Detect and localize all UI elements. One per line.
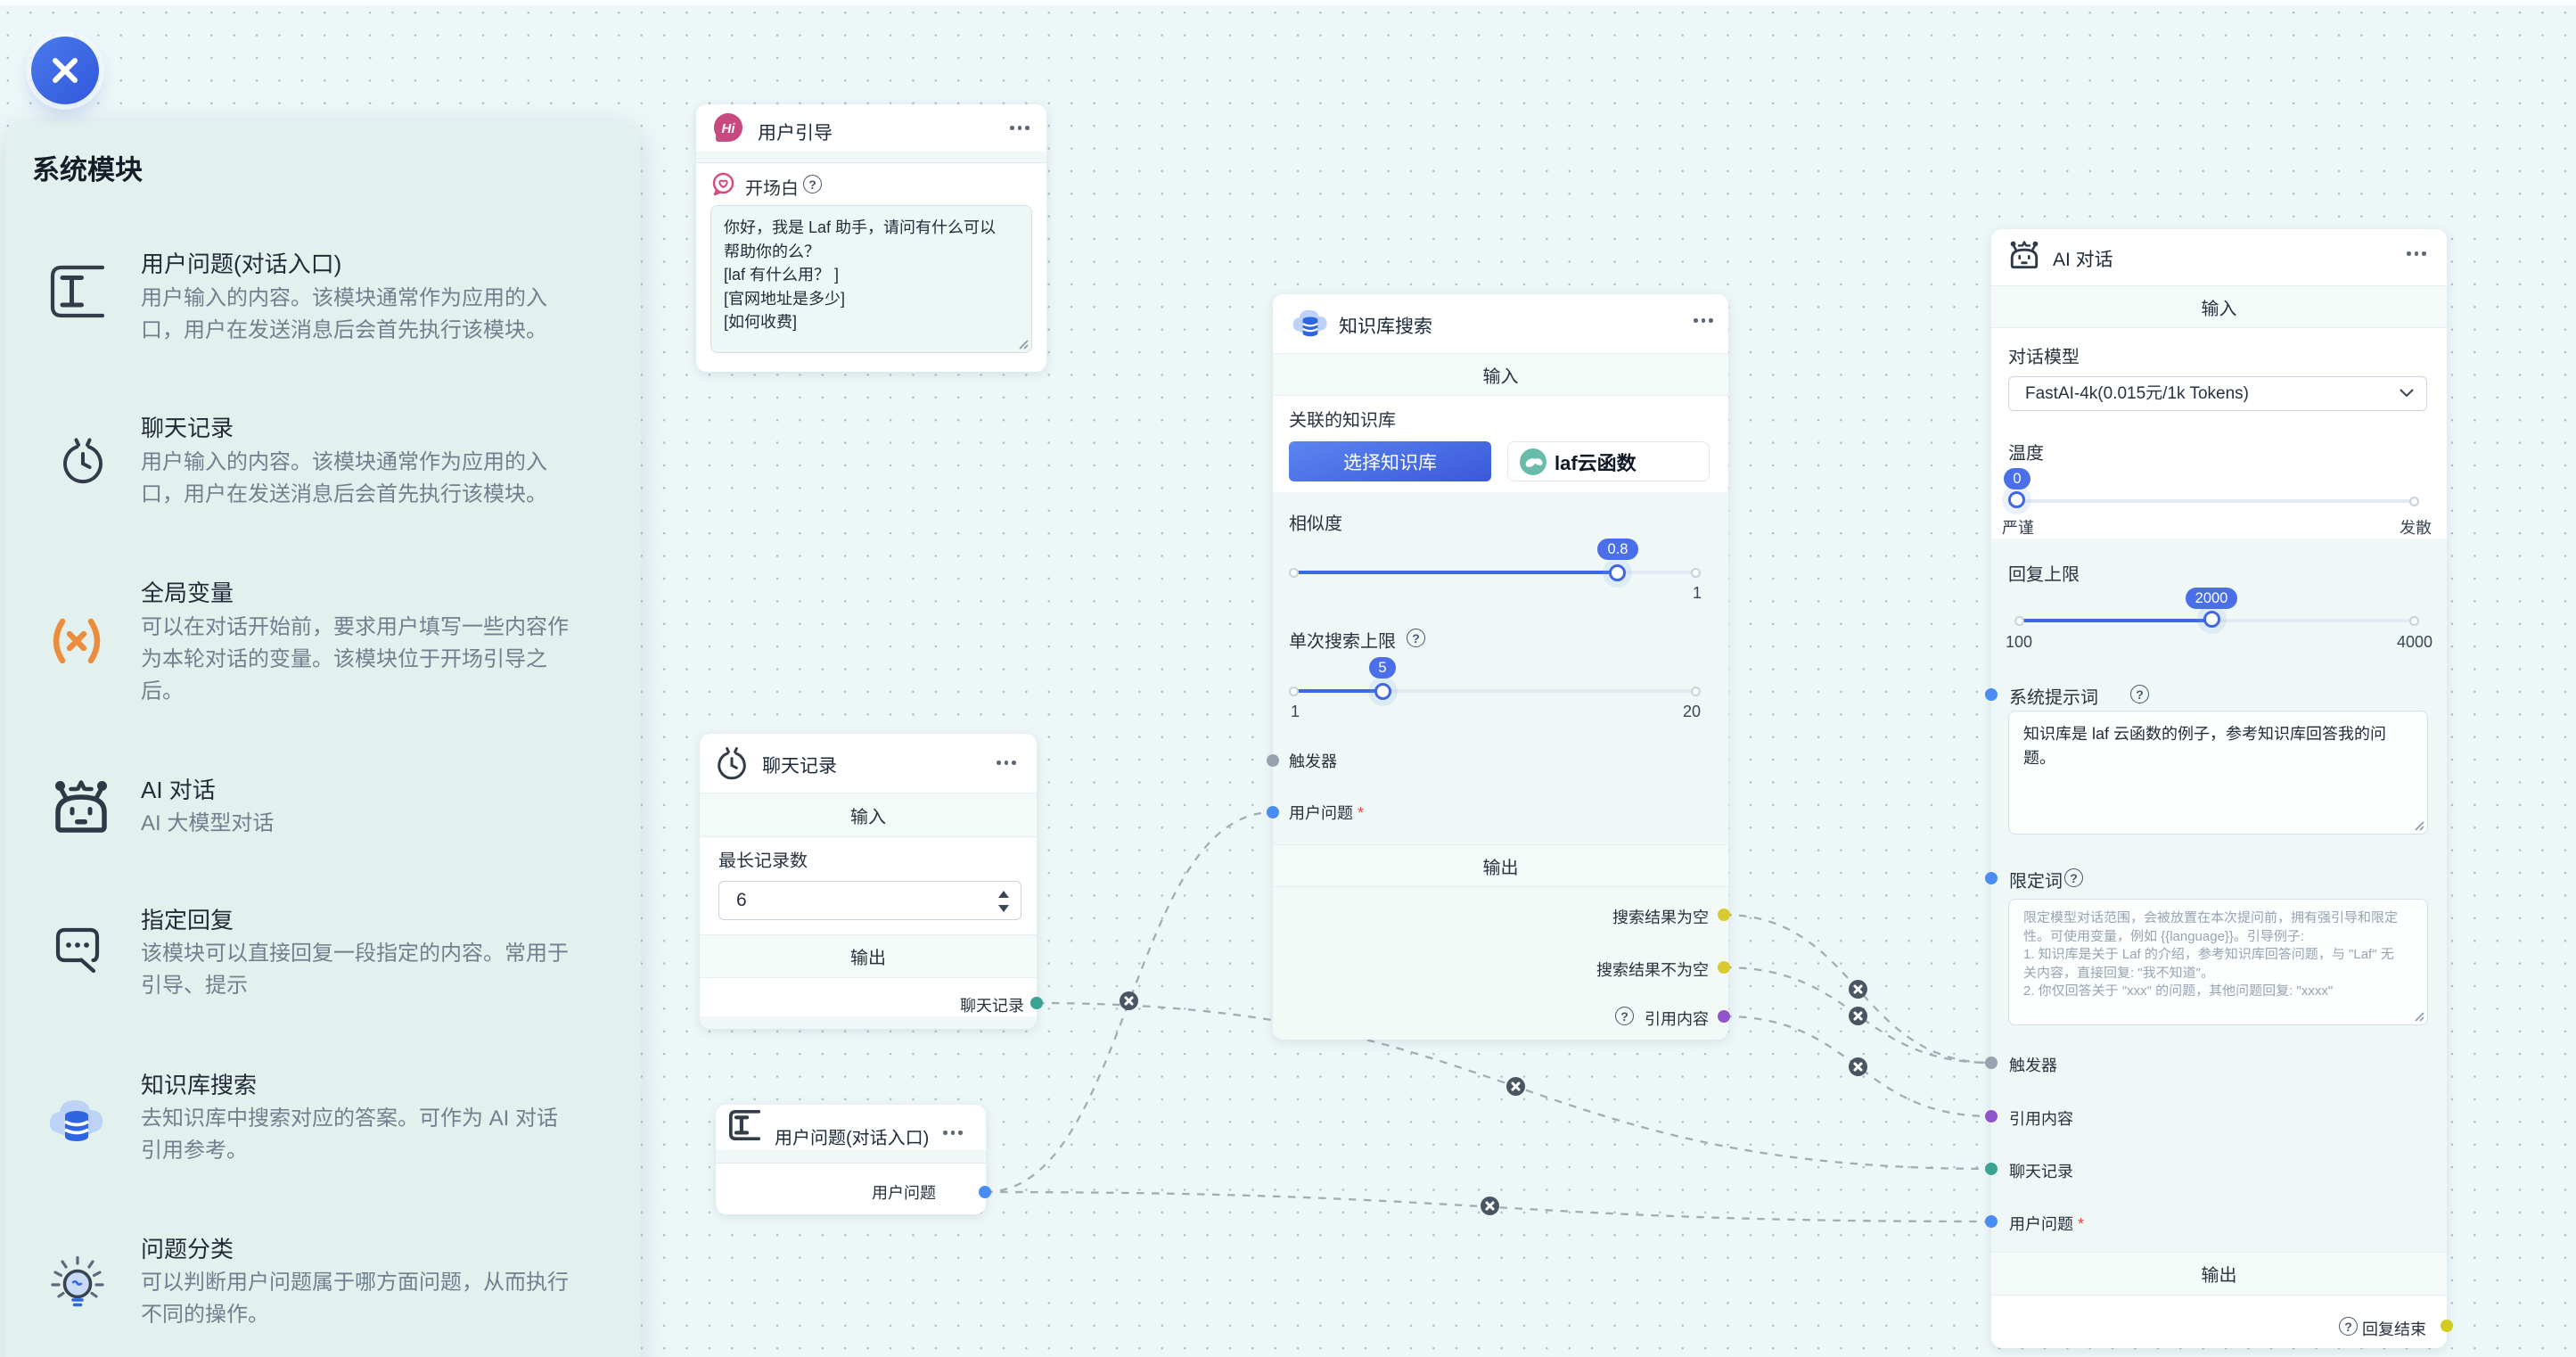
svg-text:Hi: Hi <box>722 121 736 136</box>
